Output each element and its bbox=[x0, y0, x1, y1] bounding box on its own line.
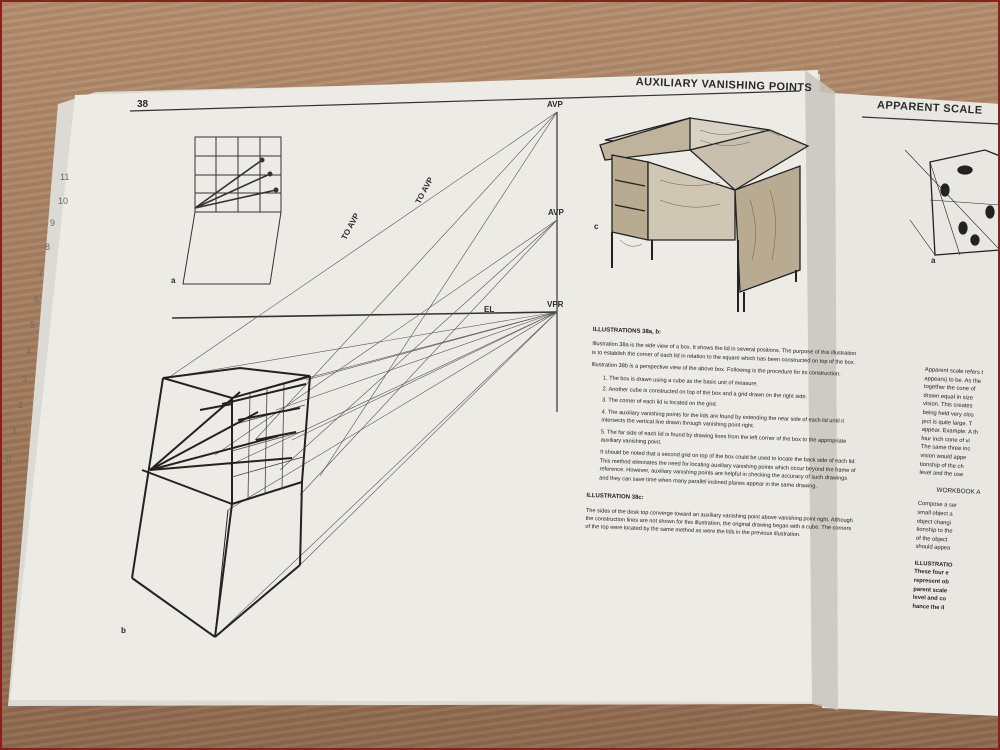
ruler-number: 0 bbox=[6, 454, 12, 464]
ruler-number: 7 bbox=[38, 268, 44, 278]
ruler-number: 3 bbox=[22, 374, 28, 384]
ruler-scale: 11 10 9 8 7 6 5 4 3 2 1 0 bbox=[0, 160, 69, 480]
construction-lines bbox=[164, 111, 558, 638]
figure-b-perspective-box bbox=[131, 366, 311, 638]
illustration-description: ILLUSTRATIONS 38a, b: Illustration 38a i… bbox=[585, 326, 861, 546]
paragraph: The sides of the desk top converge towar… bbox=[585, 507, 853, 539]
ruler-number: 4 bbox=[26, 346, 32, 356]
ruler-number: 9 bbox=[50, 218, 56, 228]
figure-b-label: b bbox=[121, 626, 126, 635]
ruler-number: 5 bbox=[30, 320, 36, 330]
avp-top-label: AVP bbox=[547, 100, 563, 109]
vpr-label: VPR bbox=[547, 300, 564, 309]
book-gutter-shadow bbox=[805, 70, 838, 710]
ruler-number: 1 bbox=[12, 426, 18, 436]
eye-level-label: EL bbox=[484, 305, 495, 314]
right-page bbox=[818, 92, 1000, 716]
figure-a-label: a bbox=[171, 276, 176, 285]
page-number: 38 bbox=[137, 99, 149, 110]
workbook-heading: WORKBOOK A bbox=[936, 486, 981, 496]
figure-c-label: c bbox=[594, 222, 599, 231]
ruler-number: 11 bbox=[60, 172, 70, 182]
ruler-number: 10 bbox=[58, 196, 69, 206]
figure-c-desk bbox=[599, 117, 810, 312]
paragraph: It should be noted that a second grid on… bbox=[599, 449, 857, 490]
ruler-number: 6 bbox=[34, 294, 40, 304]
next-page-text: Apparent scale refers t appears) to be. … bbox=[912, 366, 1000, 615]
apparent-scale-cube bbox=[904, 149, 1000, 256]
procedure-steps: 1. The box is drawn using a cube as the … bbox=[588, 374, 859, 455]
next-figure-a-label: a bbox=[931, 256, 936, 265]
figure-b-lids bbox=[149, 383, 307, 471]
eye-level-line bbox=[171, 311, 558, 319]
desk-wood-grain bbox=[619, 129, 781, 261]
figure-b-grid bbox=[231, 383, 306, 499]
figure-a-side-view bbox=[182, 136, 282, 285]
ruler-number: 8 bbox=[45, 242, 51, 252]
ruler-number: 2 bbox=[18, 400, 24, 410]
avp-mid-label: AVP bbox=[548, 208, 564, 217]
